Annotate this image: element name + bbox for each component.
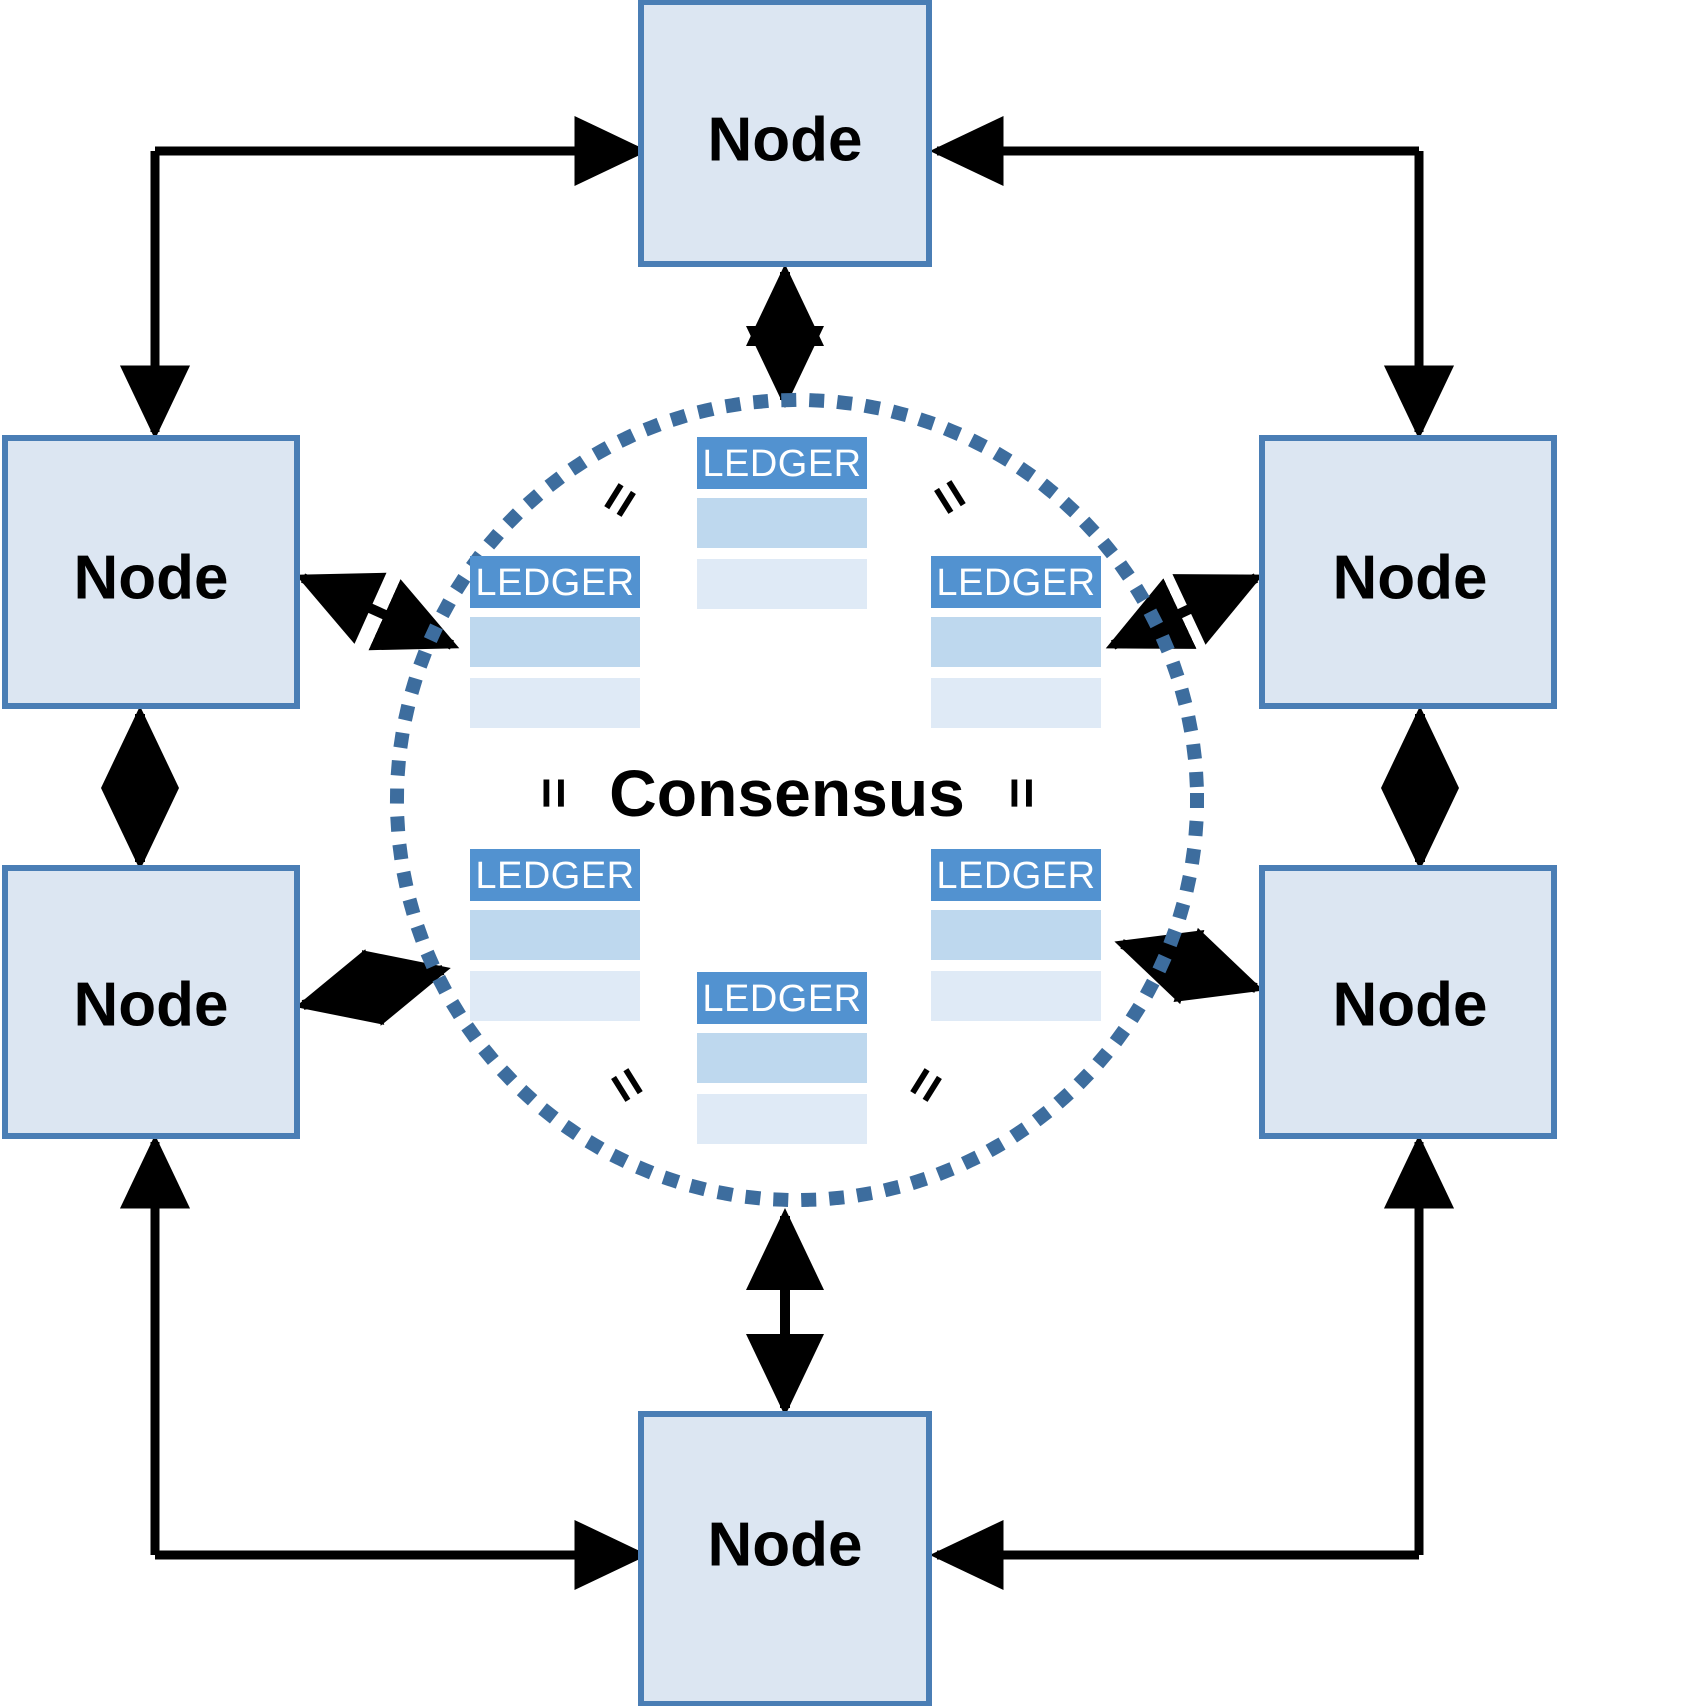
ledger-row-2: [470, 678, 640, 728]
node-box[interactable]: [1259, 435, 1557, 709]
node-top[interactable]: Node: [638, 0, 932, 267]
equals-icon: =: [992, 777, 1052, 809]
ledger-label: LEDGER: [702, 443, 861, 485]
ledger-row-2: [931, 971, 1101, 1021]
equals-icon: =: [593, 1056, 661, 1115]
node-label: Node: [708, 1511, 863, 1580]
node-label: Node: [1333, 971, 1488, 1040]
ledger-upper-left[interactable]: LEDGER: [470, 556, 640, 728]
ledger-header: [697, 437, 867, 489]
equals-icon: =: [524, 777, 584, 809]
ledger-label: LEDGER: [475, 855, 634, 897]
conn-left-lower-to-circle: [295, 949, 451, 1026]
equals-icon: =: [892, 1056, 960, 1115]
node-box[interactable]: [2, 435, 300, 709]
node-box[interactable]: [2, 865, 300, 1139]
ledger-header: [697, 972, 867, 1024]
equals-icon: =: [586, 471, 654, 530]
node-box[interactable]: [638, 0, 932, 267]
ledger-row-2: [931, 678, 1101, 728]
ledger-row-2: [697, 1094, 867, 1144]
ledger-row-1: [470, 617, 640, 667]
ledger-row-1: [697, 1033, 867, 1083]
ledger-upper-right[interactable]: LEDGER: [931, 556, 1101, 728]
consensus-label: Consensus: [609, 756, 965, 830]
node-right-lower[interactable]: Node: [1259, 865, 1557, 1139]
ledger-header: [931, 556, 1101, 608]
equals-icon: =: [916, 468, 984, 527]
node-bottom[interactable]: Node: [638, 1411, 932, 1706]
side-node-connectors: [101, 705, 1459, 870]
ledger-row-2: [697, 559, 867, 609]
node-label: Node: [708, 106, 863, 175]
ledger-bottom[interactable]: LEDGER: [697, 972, 867, 1144]
ledger-lower-left[interactable]: LEDGER: [470, 849, 640, 1021]
conn-right-upper-to-circle: [1105, 573, 1264, 650]
ledger-row-1: [470, 910, 640, 960]
ledger-header: [470, 849, 640, 901]
ledger-top[interactable]: LEDGER: [697, 437, 867, 609]
node-box[interactable]: [638, 1411, 932, 1706]
node-label: Node: [1333, 544, 1488, 613]
ledger-row-1: [931, 910, 1101, 960]
ledger-label: LEDGER: [702, 978, 861, 1020]
consensus-boundary-circle: [390, 393, 1204, 1207]
ledger-row-1: [931, 617, 1101, 667]
ledger-label: LEDGER: [475, 562, 634, 604]
node-label: Node: [74, 971, 229, 1040]
ledger-row-2: [470, 971, 640, 1021]
node-left-lower[interactable]: Node: [2, 865, 300, 1139]
node-box[interactable]: [1259, 865, 1557, 1139]
node-left-upper[interactable]: Node: [2, 435, 300, 709]
ledger-label: LEDGER: [936, 855, 1095, 897]
ledger-header: [931, 849, 1101, 901]
ring-connectors: [119, 115, 1455, 1591]
ledger-lower-right[interactable]: LEDGER: [931, 849, 1101, 1021]
conn-right-lower-to-circle: [1114, 927, 1264, 1005]
ledger-row-1: [697, 498, 867, 548]
node-right-upper[interactable]: Node: [1259, 435, 1557, 709]
ledger-label: LEDGER: [936, 562, 1095, 604]
node-label: Node: [74, 544, 229, 613]
ledger-header: [470, 556, 640, 608]
